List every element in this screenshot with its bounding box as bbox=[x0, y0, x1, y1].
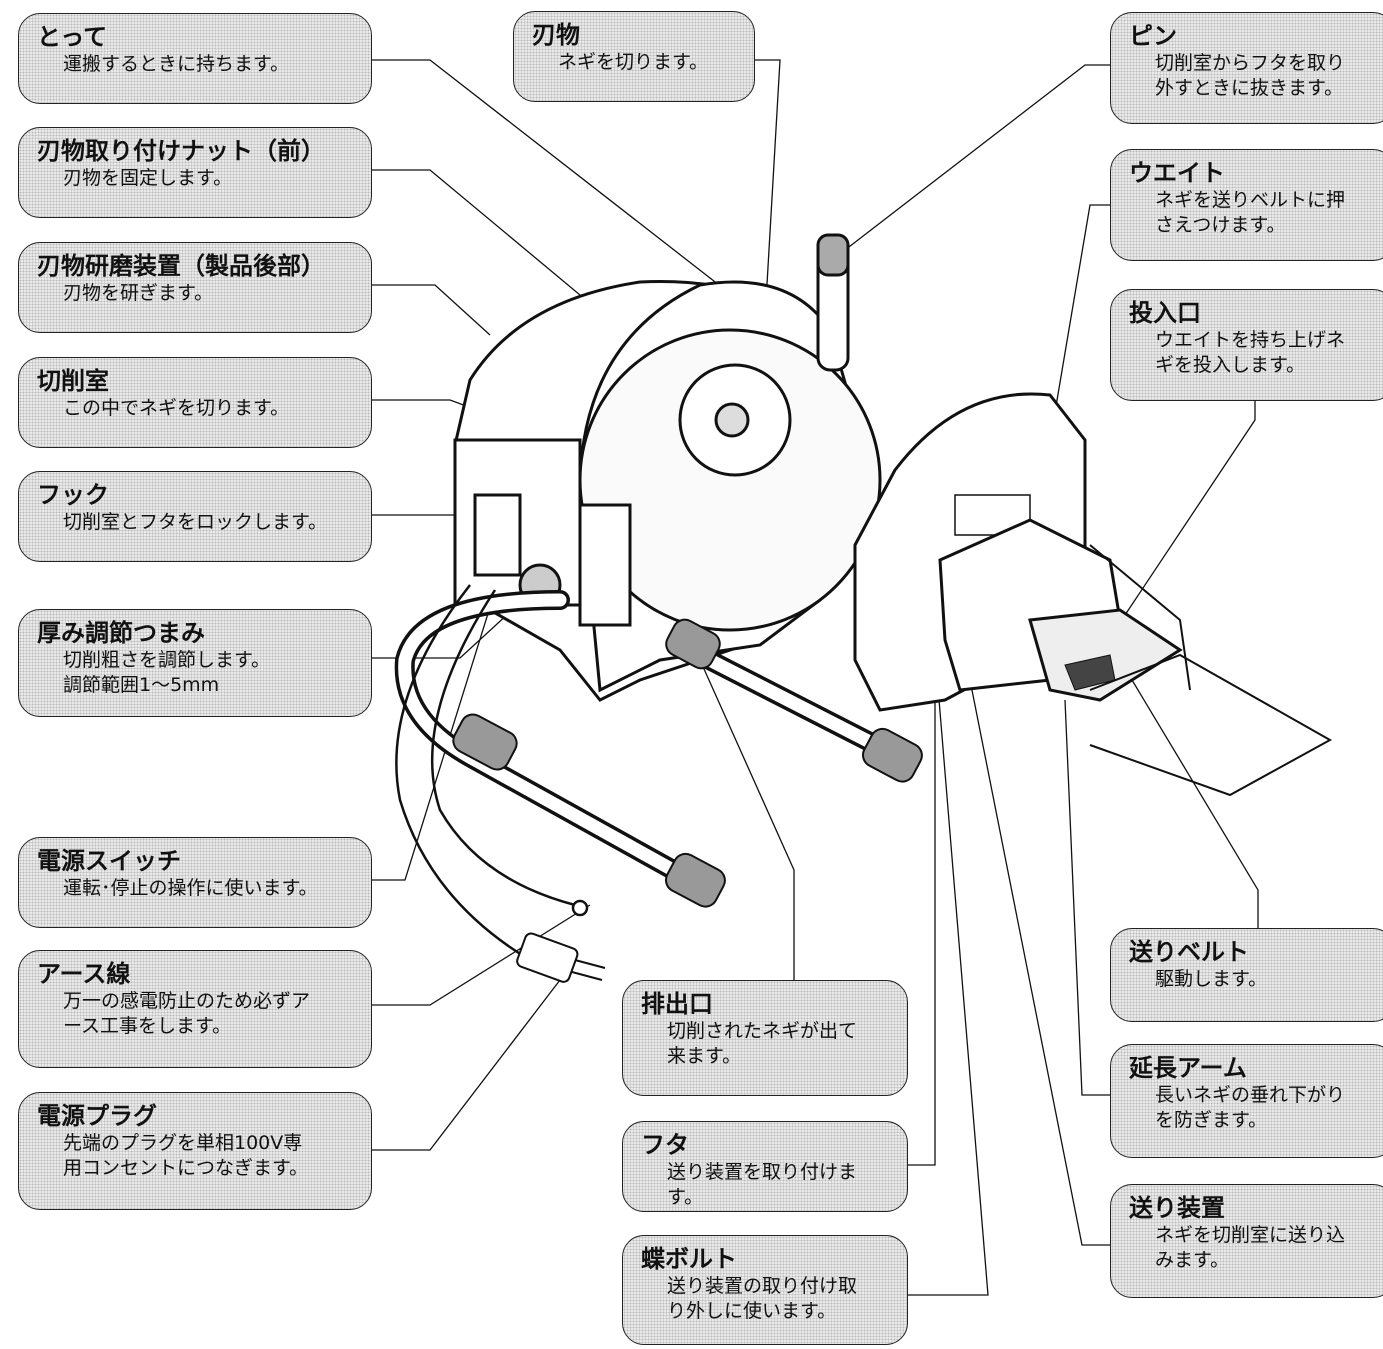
leader-sharpener bbox=[372, 284, 491, 336]
callout-title: 切削室 bbox=[37, 367, 109, 395]
callout-blade: 刃物 ネギを切ります。 bbox=[513, 11, 755, 102]
leader-outlet bbox=[699, 659, 795, 980]
callout-desc: 切削粗さを調節します。 調節範囲1～5mm bbox=[63, 649, 271, 696]
callout-title: フック bbox=[37, 481, 109, 509]
callout-hook: フック 切削室とフタをロックします。 bbox=[18, 471, 372, 562]
callout-chamber: 切削室 この中でネギを切ります。 bbox=[18, 357, 372, 448]
callout-desc: 運転･停止の操作に使います。 bbox=[63, 877, 318, 899]
callout-title: 送りベルト bbox=[1129, 938, 1249, 966]
leader-power-switch bbox=[372, 574, 501, 881]
callout-title: フタ bbox=[641, 1131, 689, 1159]
callout-title: 厚み調節つまみ bbox=[37, 619, 205, 647]
callout-desc: 刃物を研ぎます。 bbox=[63, 282, 214, 304]
callout-belt: 送りベルト 駆動します。 bbox=[1110, 928, 1383, 1022]
pin-knurl bbox=[816, 233, 850, 277]
leader-feeder bbox=[969, 679, 1110, 1246]
callout-title: 送り装置 bbox=[1129, 1194, 1225, 1222]
callout-desc: 駆動します。 bbox=[1155, 968, 1268, 990]
callout-title: 延長アーム bbox=[1129, 1054, 1247, 1082]
callout-title: ピン bbox=[1129, 22, 1177, 50]
callout-desc: 万一の感電防止のため必ずア ース工事をします。 bbox=[63, 990, 311, 1037]
callout-desc: 先端のプラグを単相100V専 用コンセントにつなぎます。 bbox=[63, 1132, 309, 1179]
callout-title: 電源プラグ bbox=[37, 1102, 157, 1130]
callout-desc: 刃物を固定します。 bbox=[63, 167, 233, 189]
leader-inlet bbox=[1124, 380, 1256, 616]
callout-desc: ネギを切ります。 bbox=[558, 51, 709, 73]
cutter-body bbox=[453, 233, 882, 702]
callout-desc: この中でネギを切ります。 bbox=[63, 397, 290, 419]
leader-plug bbox=[372, 979, 561, 1151]
callout-title: 刃物 bbox=[532, 21, 580, 49]
leader-arm bbox=[1064, 699, 1110, 1096]
callout-desc: 長いネギの垂れ下がり を防ぎます。 bbox=[1155, 1084, 1346, 1131]
callout-earth: アース線 万一の感電防止のため必ずア ース工事をします。 bbox=[18, 950, 372, 1068]
blade-nut bbox=[714, 402, 750, 438]
callout-title: 刃物研磨装置（製品後部） bbox=[37, 252, 325, 280]
callout-desc: 切削されたネギが出て 来ます。 bbox=[667, 1020, 858, 1067]
callout-title: 電源スイッチ bbox=[37, 847, 181, 875]
callout-title: 排出口 bbox=[641, 990, 713, 1018]
switch-box bbox=[473, 493, 522, 577]
lid-assembly bbox=[853, 392, 1333, 797]
callout-thickness: 厚み調節つまみ 切削粗さを調節します。 調節範囲1～5mm bbox=[18, 609, 372, 717]
callout-desc: 切削室とフタをロックします。 bbox=[63, 511, 328, 533]
extension-arm bbox=[1089, 653, 1333, 797]
callout-plug: 電源プラグ 先端のプラグを単相100V専 用コンセントにつなぎます。 bbox=[18, 1092, 372, 1210]
support-rod bbox=[1089, 544, 1191, 691]
callout-sharpener: 刃物研磨装置（製品後部） 刃物を研ぎます。 bbox=[18, 242, 372, 333]
callout-outlet: 排出口 切削されたネギが出て 来ます。 bbox=[622, 980, 908, 1096]
callout-title: 蝶ボルト bbox=[641, 1245, 737, 1273]
plug bbox=[516, 932, 606, 983]
callout-blade-nut: 刃物取り付けナット（前） 刃物を固定します。 bbox=[18, 127, 372, 218]
callout-handle: とって 運搬するときに持ちます。 bbox=[18, 13, 372, 104]
callout-desc: 送り装置を取り付けます。 bbox=[667, 1161, 858, 1208]
callout-desc: 切削室からフタを取り 外すときに抜きます。 bbox=[1155, 52, 1346, 99]
callout-inlet: 投入口 ウエイトを持ち上げネ ギを投入します。 bbox=[1110, 289, 1383, 401]
callout-desc: ネギを送りベルトに押 さえつけます。 bbox=[1155, 189, 1346, 236]
leader-wingbolt bbox=[908, 589, 989, 1296]
callout-desc: 送り装置の取り付け取 り外しに使います。 bbox=[667, 1275, 858, 1322]
callout-feeder: 送り装置 ネギを切削室に送り込 みます。 bbox=[1110, 1184, 1383, 1298]
leader-handle bbox=[372, 59, 729, 293]
leader-belt bbox=[1119, 659, 1259, 928]
callout-title: 刃物取り付けナット（前） bbox=[37, 137, 325, 165]
callout-desc: ネギを切削室に送り込 みます。 bbox=[1155, 1224, 1346, 1271]
callout-title: 投入口 bbox=[1129, 299, 1201, 327]
callout-title: アース線 bbox=[37, 960, 131, 988]
callout-weight: ウエイト ネギを送りベルトに押 さえつけます。 bbox=[1110, 149, 1383, 261]
callout-pin: ピン 切削室からフタを取り 外すときに抜きます。 bbox=[1110, 12, 1383, 124]
callout-desc: 運搬するときに持ちます。 bbox=[63, 53, 290, 75]
callout-arm: 延長アーム 長いネギの垂れ下がり を防ぎます。 bbox=[1110, 1044, 1383, 1158]
feed-belt bbox=[1028, 608, 1183, 702]
callout-power-switch: 電源スイッチ 運転･停止の操作に使います。 bbox=[18, 837, 372, 928]
callout-wingbolt: 蝶ボルト 送り装置の取り付け取 り外しに使います。 bbox=[622, 1235, 908, 1345]
callout-lid: フタ 送り装置を取り付けます。 bbox=[622, 1121, 908, 1212]
callout-title: ウエイト bbox=[1129, 159, 1225, 187]
leader-lid bbox=[908, 650, 936, 1166]
leader-pin bbox=[844, 64, 1110, 251]
callout-desc: ウエイトを持ち上げネ ギを投入します。 bbox=[1155, 329, 1346, 376]
callout-title: とって bbox=[37, 23, 108, 51]
power-cord bbox=[395, 584, 589, 962]
grips bbox=[452, 618, 923, 908]
hook-plate bbox=[578, 503, 632, 627]
